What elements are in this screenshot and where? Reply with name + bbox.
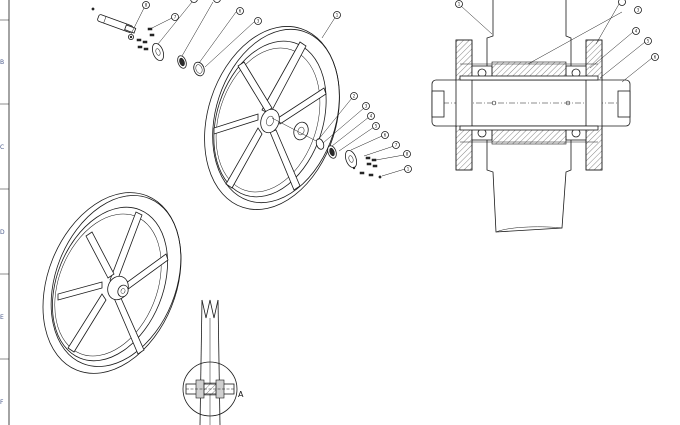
zone-label-b: B [0,59,4,66]
balloon-section-1: 1 [458,2,461,7]
assembled-pulley-spokes [57,211,169,355]
balloon-shaft-5: 6 [239,9,242,14]
balloon-pulley-9: 1 [407,167,410,172]
balloon-pulley-7: 7 [395,143,398,148]
zone-label-e: E [0,314,4,321]
balloon-leaders-pulley [317,15,406,177]
screws-left [136,27,155,51]
balloon-leaders-shaft [130,1,255,68]
zone-label-c: C [0,144,4,151]
balloon-pulley-3: 3 [365,104,368,109]
zone-label-f: F [0,399,4,406]
sheet-border: B C D E F [0,0,10,425]
section-detail-view [431,0,631,233]
balloons-pulley: 1 2 3 4 5 6 7 8 1 [333,11,412,173]
detail-label-a: A [238,390,244,399]
balloon-shaft-6: 3 [257,19,260,24]
balloons-shaft: 8 7 6 3 [142,0,262,25]
exploded-shaft-assembly [91,7,205,77]
balloon-shaft-2: 7 [174,15,177,20]
assembled-pulley-wheel [42,192,182,374]
balloon-section-6: 6 [654,55,657,60]
detail-circle-a [182,361,238,417]
zone-label-d: D [0,229,5,236]
pulley-spokes [213,41,327,191]
balloon-pulley-8: 8 [406,152,409,157]
balloon-pulley-2: 2 [353,94,356,99]
balloon-section-5: 5 [647,39,650,44]
balloon-section-3: 3 [637,8,640,13]
balloon-pulley-6: 6 [384,133,387,138]
balloons-section: 1 3 4 5 6 [455,0,659,61]
balloon-pulley-1: 1 [336,13,339,18]
balloon-section-4: 4 [635,29,638,34]
balloon-pulley-4: 4 [370,114,373,119]
balloon-pulley-5: 5 [375,124,378,129]
pulley-side-view: A [182,299,244,425]
large-pulley-wheel [204,26,340,210]
balloon-shaft-1: 8 [145,3,148,8]
balloon-leaders-section [460,3,653,83]
